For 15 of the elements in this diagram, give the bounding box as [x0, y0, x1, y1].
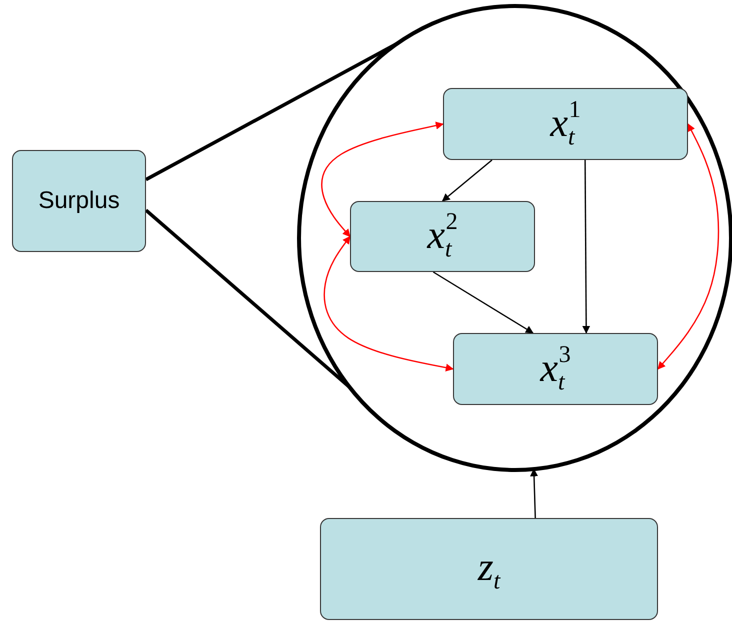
variable-box — [350, 201, 535, 272]
node-label: Surplus — [38, 187, 120, 215]
arrow — [530, 468, 538, 518]
arrow — [442, 160, 492, 202]
variable-box — [320, 518, 658, 620]
arrow — [321, 122, 444, 238]
arrow — [432, 271, 534, 334]
variable-box — [12, 150, 146, 252]
variable-box — [453, 333, 658, 405]
variable-box — [443, 88, 688, 160]
node-label: z$_{t}$ — [478, 542, 500, 596]
arrow — [582, 160, 590, 334]
arrow — [324, 236, 454, 372]
zoom-circle — [297, 4, 732, 472]
arrow — [657, 123, 720, 370]
